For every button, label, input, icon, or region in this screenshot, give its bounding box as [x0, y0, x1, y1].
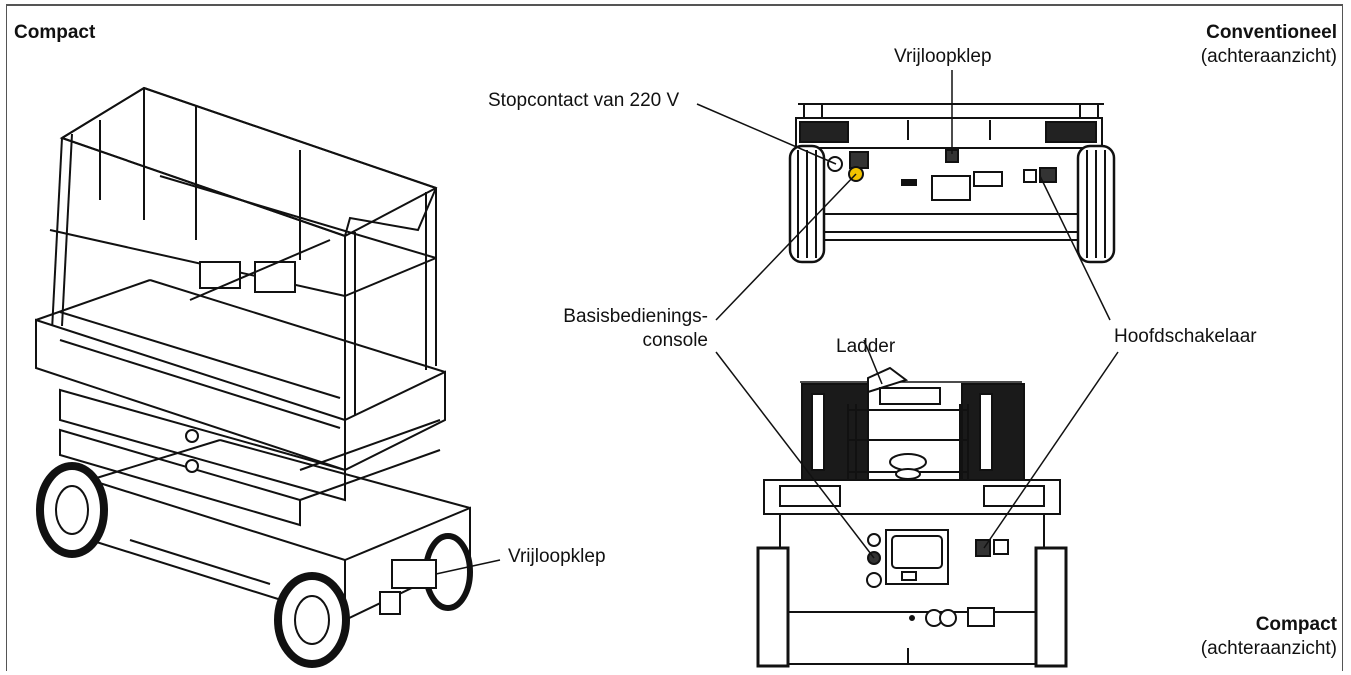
callout-vrijloopklep-left: Vrijloopklep: [508, 546, 606, 567]
figure-frame: [6, 4, 1343, 671]
section-title-compact-left: Compact: [14, 22, 96, 43]
compact-scissor-lift-drawing: [35, 86, 501, 668]
callout-vrijloopklep-top: Vrijloopklep: [894, 46, 992, 67]
section-subtitle-compact-right: (achteraanzicht): [1200, 638, 1337, 659]
callout-basisbedieningsconsole-line1: Basisbedienings-: [563, 306, 708, 327]
section-title-compact-right: Compact: [1255, 614, 1337, 635]
conventional-rear-view-drawing: [696, 70, 1116, 321]
callout-hoofdschakelaar: Hoofdschakelaar: [1114, 326, 1257, 347]
section-title-conventional: Conventioneel: [1206, 22, 1337, 43]
callout-stopcontact: Stopcontact van 220 V: [488, 90, 680, 111]
callout-basisbedieningsconsole-line2: console: [642, 330, 709, 351]
callout-ladder: Ladder: [836, 336, 896, 357]
compact-rear-view-drawing: [715, 339, 1119, 668]
section-subtitle-conventional: (achteraanzicht): [1200, 46, 1337, 67]
